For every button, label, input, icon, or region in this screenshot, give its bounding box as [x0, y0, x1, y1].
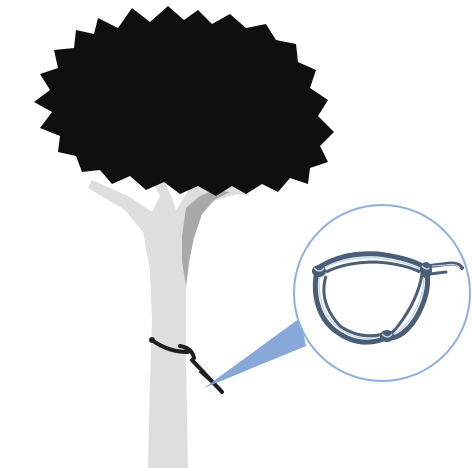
snare-wire-end: [149, 337, 155, 343]
magnifier-circle: [294, 205, 470, 381]
snare-knot-left: [312, 265, 326, 277]
magnifier: [294, 205, 470, 381]
snare-knot-bottom: [380, 330, 394, 342]
tree-canopy: [34, 6, 334, 196]
tree: [34, 6, 334, 468]
callout-beam: [204, 318, 306, 388]
tree-trunk: [88, 172, 250, 468]
